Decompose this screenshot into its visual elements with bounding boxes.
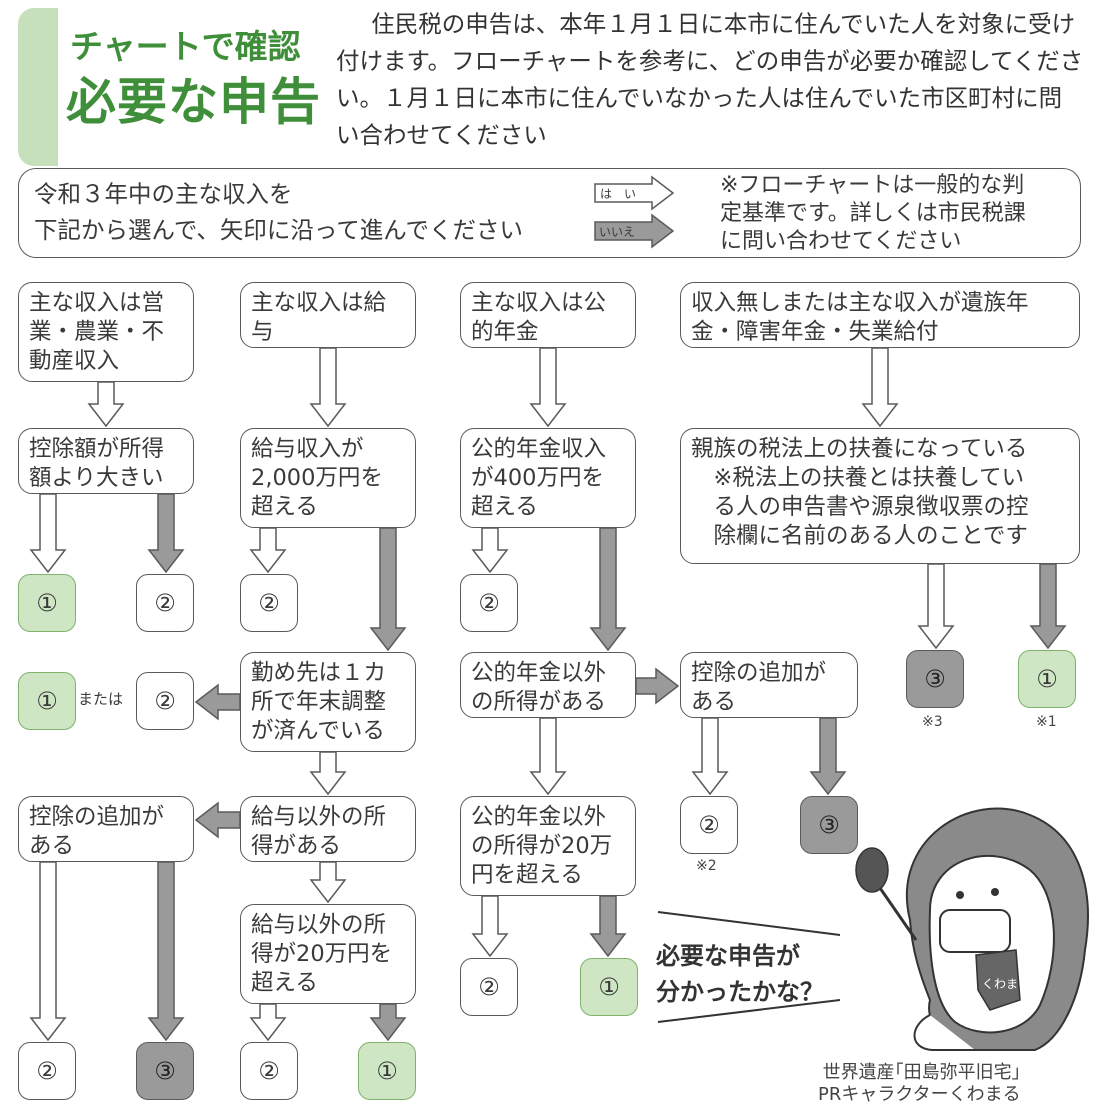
result-1: ① [18,672,76,730]
mascot-kuwamaru-icon [855,807,1089,1051]
arrow-yes [29,861,67,1042]
node-no-income-start: 収入無しまたは主な収入が遺族年 金・障害年金・失業給付 [680,282,1080,348]
result-2: ② [460,958,518,1016]
node-salary-income-question: 給与収入が 2,000万円を 超える [240,428,416,528]
node-salary-start: 主な収入は給 与 [240,282,416,348]
legend-box [18,168,1081,258]
result-2: ② [240,574,298,632]
node-pension-other-income-question: 公的年金以外 の所得がある [460,652,636,718]
legend-note: ※フローチャートは一般的な判 定基準です。詳しくは市民税課 に問い合わせてくださ… [720,173,1026,254]
legend-yes-arrow [594,175,675,211]
arrow-yes [249,1003,287,1042]
node-pension-income-question: 公的年金収入 が400万円を 超える [460,428,636,528]
arrow-no [369,1003,407,1042]
arrow-yes [471,527,509,574]
result-2: ② [460,574,518,632]
arrow-yes [529,347,567,428]
legend-yes-label: は い [600,187,637,201]
node-salary-deduction-question: 控除の追加が ある [18,796,194,862]
legend-instruction: 令和３年中の主な収入を 下記から選んで、矢印に沿って進んでください [34,180,524,244]
result-2: ② [136,574,194,632]
result-3: ③ [800,796,858,854]
result-3: ③ [136,1042,194,1100]
legend-no-label: いいえ [599,225,636,239]
result-2: ② [18,1042,76,1100]
arrow-yes [917,563,955,650]
result-2: ② [680,796,738,854]
arrow-no [589,527,627,652]
mascot-speech: 必要な申告が 分かったかな？ [656,942,824,1006]
result-1: ① [18,574,76,632]
result-1: ① [580,958,638,1016]
node-pension-deduction-question: 控除の追加が ある [680,652,858,718]
note-2: ※2 [696,858,717,874]
result-1: ① [1018,650,1076,708]
node-dependent-question: 親族の税法上の扶養になっている ※税法上の扶養とは扶養してい る人の申告書や源泉… [680,428,1080,564]
mascot-caption: 世界遺産｢田島弥平旧宅｣ PRキャラクターくわまる [818,1062,1021,1105]
result-2: ② [240,1042,298,1100]
mascot-badge-text: くわまる [982,977,1030,991]
arrow-no [194,683,241,721]
mascot-illustration: くわまる [657,807,1089,1051]
arrow-no [369,527,407,652]
arrow-no [147,493,185,574]
arrow-no [809,717,847,796]
result-2: ② [136,672,194,730]
arrow-yes [309,751,347,796]
node-salary-other-income-question: 給与以外の所 得がある [240,796,416,862]
node-business-start: 主な収入は営 業・農業・不 動産収入 [18,282,194,382]
arrow-yes [861,347,899,428]
intro-paragraph: 住民税の申告は、本年１月１日に本市に住んでいた人を対象に受け付けます。フローチャ… [336,10,1084,149]
arrow-yes [309,861,347,904]
node-salary-other-income-threshold-question: 給与以外の所 得が20万円を 超える [240,904,416,1004]
arrow-yes [471,895,509,958]
header-kicker: チャートで確認 [70,27,301,66]
arrow-yes [309,347,347,428]
node-business-deduction-question: 控除額が所得 額より大きい [18,428,194,494]
arrow-no [589,895,627,958]
page-title: 必要な申告 [66,73,321,131]
node-salary-year-end-question: 勤め先は１カ 所で年末調整 が済んでいる [240,652,416,752]
header-accent-bar [18,8,58,166]
arrow-yes [87,381,125,428]
arrow-yes [29,493,67,574]
arrow-yes [529,717,567,796]
arrow-yes [249,527,287,574]
or-label: または [78,690,124,708]
note-3: ※3 [922,714,943,730]
result-3: ③ [906,650,964,708]
node-pension-start: 主な収入は公 的年金 [460,282,636,348]
legend-no-arrow [594,213,675,249]
arrow-no [635,667,680,705]
arrow-no [1029,563,1067,650]
arrow-no [194,801,241,839]
arrow-yes [691,717,729,796]
arrow-no [147,861,185,1042]
node-pension-other-income-threshold-question: 公的年金以外 の所得が20万 円を超える [460,796,636,896]
result-1: ① [358,1042,416,1100]
note-1: ※1 [1036,714,1057,730]
